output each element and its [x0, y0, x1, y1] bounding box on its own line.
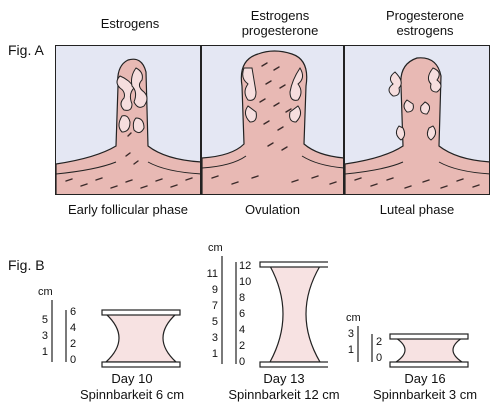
unit-label-day13: cm [208, 242, 223, 254]
ticks-left-day16: 3 1 [338, 326, 354, 358]
day10-label: Day 10 [111, 371, 153, 386]
panel1-header: Estrogens [100, 16, 160, 31]
tick-label: 10 [239, 276, 252, 288]
tick-label: 1 [211, 348, 218, 360]
tick-label: 8 [239, 292, 246, 304]
ticks-right-day10: 6 4 2 0 [70, 304, 86, 368]
mucus-strand [394, 337, 464, 363]
panel-early-follicular [55, 45, 201, 195]
tick-label: 0 [70, 354, 77, 366]
slide-bottom [259, 361, 328, 368]
ticks-left-day10: 5 3 1 [30, 312, 48, 360]
tick-label: 6 [239, 308, 246, 320]
tick-label: 5 [211, 316, 218, 328]
panel2-header: Estrogens progesterone [241, 8, 319, 38]
tick-label: 2 [70, 338, 77, 350]
ticks-left-day13: 11 9 7 5 3 1 [198, 266, 218, 362]
tick-label: 11 [206, 268, 218, 280]
tick-label: 4 [70, 322, 77, 334]
day16-spinn: Spinnbarkeit 3 cm [372, 387, 478, 402]
day13-spinn: Spinnbarkeit 12 cm [228, 387, 340, 402]
tick-label: 1 [347, 344, 354, 356]
mucus-strand [268, 265, 322, 363]
ticks-right-day13: 12 10 8 6 4 2 0 [239, 258, 257, 370]
tick-label: 0 [376, 352, 383, 364]
slide-bottom [101, 361, 181, 368]
panel3-header: Progesterone estrogens [385, 8, 465, 38]
day10-spinn: Spinnbarkeit 6 cm [79, 387, 185, 402]
endometrium-luteal-illustration [345, 57, 489, 194]
tick-label: 7 [211, 300, 218, 312]
unit-label-day10: cm [38, 286, 53, 298]
slide-top [101, 309, 181, 316]
fig-a-label: Fig. A [8, 42, 44, 58]
tick-label: 3 [347, 328, 354, 340]
tick-label: 2 [239, 340, 246, 352]
tick-label: 5 [41, 314, 48, 326]
day16-label: Day 16 [404, 371, 446, 386]
slide-top [389, 333, 469, 340]
panel-luteal [344, 45, 490, 195]
day13-label: Day 13 [263, 371, 305, 386]
panel2-caption: Ovulation [245, 202, 300, 217]
slide-bottom [389, 361, 469, 368]
mucus-strand [104, 313, 178, 363]
panel-ovulation [201, 45, 344, 195]
tick-label: 2 [376, 336, 383, 348]
spinnbarkeit-gauge-day16 [357, 326, 469, 368]
unit-label-day16: cm [346, 312, 361, 324]
tick-label: 6 [70, 306, 77, 318]
tick-label: 0 [239, 356, 246, 368]
endometrium-ovulation-illustration [202, 50, 343, 194]
endometrium-early-follicular-illustration [56, 58, 200, 194]
panel3-caption: Luteal phase [379, 202, 455, 217]
tick-label: 9 [211, 284, 218, 296]
panel1-caption: Early follicular phase [68, 202, 188, 217]
spinnbarkeit-gauge-day10 [51, 300, 181, 368]
slide-top [259, 261, 328, 268]
tick-label: 4 [239, 324, 246, 336]
spinnbarkeit-gauge-day13 [221, 256, 328, 368]
ticks-right-day16: 2 0 [376, 334, 390, 366]
tick-label: 3 [41, 330, 48, 342]
tick-label: 3 [211, 332, 218, 344]
tick-label: 12 [239, 260, 252, 272]
fig-b-label: Fig. B [8, 257, 45, 273]
tick-label: 1 [41, 346, 48, 358]
